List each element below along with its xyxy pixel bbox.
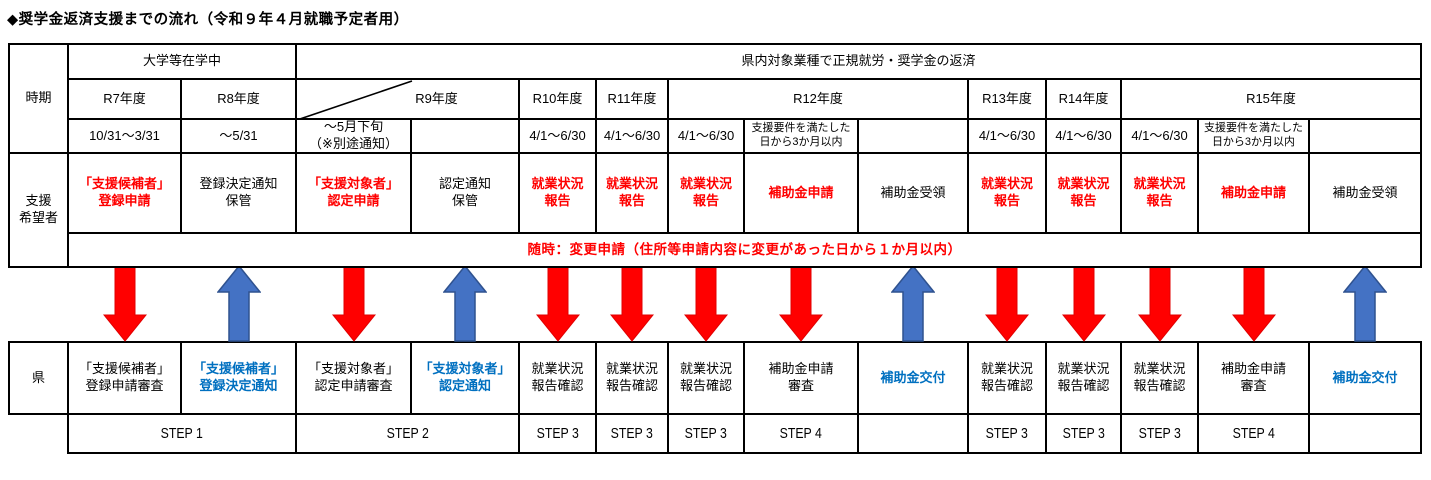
prefecture-label-cell: 県 xyxy=(8,341,69,415)
applicant-action-6: 就業状況 報告 xyxy=(595,152,669,234)
step-cell-12: STEP 3 xyxy=(1120,413,1199,454)
date-cell-4 xyxy=(410,118,520,154)
step-cell-11: STEP 3 xyxy=(1045,413,1122,454)
applicant-action-14: 補助金受領 xyxy=(1308,152,1422,234)
date-cell-7: 4/1～6/30 xyxy=(667,118,745,154)
year-header-r8: R8年度 xyxy=(180,78,297,120)
arrow-14-up-blue-icon xyxy=(1343,265,1387,342)
applicant-label-cell: 支援 希望者 xyxy=(8,152,69,268)
step-cell-6: STEP 3 xyxy=(595,413,669,454)
arrow-11-down-red-icon xyxy=(1061,265,1106,342)
arrow-1-down-red-icon xyxy=(102,265,147,342)
applicant-action-2: 登録決定通知 保管 xyxy=(180,152,297,234)
arrow-9-up-blue-icon xyxy=(891,265,935,342)
date-cell-6: 4/1～6/30 xyxy=(595,118,669,154)
diagonal-divider xyxy=(297,80,413,121)
arrow-6-down-red-icon xyxy=(610,265,654,342)
step-cell-5: STEP 3 xyxy=(518,413,597,454)
arrow-3-down-red-icon xyxy=(331,265,376,342)
step-label-13: STEP 4 xyxy=(1232,424,1275,442)
prefecture-action-6: 就業状況 報告確認 xyxy=(595,341,669,415)
prefecture-action-10: 就業状況 報告確認 xyxy=(967,341,1047,415)
arrow-8-down-red-icon xyxy=(779,265,823,342)
year-header-r11: R11年度 xyxy=(595,78,669,120)
step-cell-7: STEP 3 xyxy=(667,413,745,454)
step-label-8: STEP 4 xyxy=(779,424,823,442)
arrow-5-down-red-icon xyxy=(535,265,580,342)
prefecture-action-11: 就業状況 報告確認 xyxy=(1045,341,1122,415)
prefecture-action-14: 補助金交付 xyxy=(1308,341,1422,415)
step-cell-8: STEP 4 xyxy=(743,413,859,454)
date-cell-9 xyxy=(857,118,969,154)
arrow-10-down-red-icon xyxy=(985,265,1029,342)
arrow-7-down-red-icon xyxy=(684,265,728,342)
year-header-r7: R7年度 xyxy=(67,78,182,120)
change-request-note: 随時：変更申請（住所等申請内容に変更があった日から１か月以内） xyxy=(67,232,1422,268)
date-cell-10: 4/1～6/30 xyxy=(967,118,1047,154)
applicant-action-10: 就業状況 報告 xyxy=(967,152,1047,234)
applicant-action-9: 補助金受領 xyxy=(857,152,969,234)
year-header-r9: R9年度 xyxy=(295,78,520,121)
year-header-r13: R13年度 xyxy=(967,78,1047,120)
step-cell-9 xyxy=(857,413,969,454)
date-cell-5: 4/1～6/30 xyxy=(518,118,597,154)
applicant-action-13: 補助金申請 xyxy=(1197,152,1310,234)
step-label-5: STEP 3 xyxy=(536,424,579,442)
step2-cell: STEP 2 xyxy=(295,413,520,454)
date-cell-8: 支援要件を満たした 日から3か月以内 xyxy=(743,118,859,154)
date-cell-1: 10/31～3/31 xyxy=(67,118,182,154)
step-label-10: STEP 3 xyxy=(985,424,1029,442)
year-header-r14: R14年度 xyxy=(1045,78,1122,120)
prefecture-action-4: 「支援対象者」 認定通知 xyxy=(410,341,520,415)
prefecture-action-7: 就業状況 報告確認 xyxy=(667,341,745,415)
applicant-action-1: 「支援候補者」 登録申請 xyxy=(67,152,182,234)
prefecture-action-2: 「支援候補者」 登録決定通知 xyxy=(180,341,297,415)
step-cell-13: STEP 4 xyxy=(1197,413,1310,454)
step-label-6: STEP 3 xyxy=(610,424,654,442)
prefecture-action-5: 就業状況 報告確認 xyxy=(518,341,597,415)
date-cell-11: 4/1～6/30 xyxy=(1045,118,1122,154)
date-cell-13: 支援要件を満たした 日から3か月以内 xyxy=(1197,118,1310,154)
prefecture-action-12: 就業状況 報告確認 xyxy=(1120,341,1199,415)
applicant-action-5: 就業状況 報告 xyxy=(518,152,597,234)
prefecture-action-3: 「支援対象者」 認定申請審査 xyxy=(295,341,412,415)
year-header-label-r9: R9年度 xyxy=(415,90,458,106)
step-label-7: STEP 3 xyxy=(684,424,728,442)
step-cell-10: STEP 3 xyxy=(967,413,1047,454)
step1-cell: STEP 1 xyxy=(67,413,297,454)
page-title: ◆奨学金返済支援までの流れ（令和９年４月就職予定者用） xyxy=(7,12,409,28)
date-cell-12: 4/1～6/30 xyxy=(1120,118,1199,154)
prefecture-action-9: 補助金交付 xyxy=(857,341,969,415)
prefecture-action-13: 補助金申請 審査 xyxy=(1197,341,1310,415)
step-cell-14 xyxy=(1308,413,1422,454)
date-cell-14 xyxy=(1308,118,1422,154)
applicant-action-8: 補助金申請 xyxy=(743,152,859,234)
year-header-r10: R10年度 xyxy=(518,78,597,120)
year-header-r12: R12年度 xyxy=(667,78,969,120)
step-label-12: STEP 3 xyxy=(1138,424,1181,442)
step2-label: STEP 2 xyxy=(386,424,429,442)
arrow-12-down-red-icon xyxy=(1137,265,1182,342)
prefecture-action-8: 補助金申請 審査 xyxy=(743,341,859,415)
step1-label: STEP 1 xyxy=(160,424,204,442)
band-in-school: 大学等在学中 xyxy=(67,43,297,80)
applicant-action-7: 就業状況 報告 xyxy=(667,152,745,234)
year-header-r15: R15年度 xyxy=(1120,78,1422,120)
date-cell-3: ～5月下旬 （※別途通知） xyxy=(295,118,412,154)
arrow-13-down-red-icon xyxy=(1231,265,1276,342)
date-cell-2: ～5/31 xyxy=(180,118,297,154)
period-label-cell: 時期 xyxy=(8,43,69,154)
applicant-action-3: 「支援対象者」 認定申請 xyxy=(295,152,412,234)
applicant-action-11: 就業状況 報告 xyxy=(1045,152,1122,234)
step-label-11: STEP 3 xyxy=(1062,424,1105,442)
prefecture-action-1: 「支援候補者」 登録申請審査 xyxy=(67,341,182,415)
arrow-2-up-blue-icon xyxy=(216,265,261,342)
applicant-action-12: 就業状況 報告 xyxy=(1120,152,1199,234)
applicant-action-4: 認定通知 保管 xyxy=(410,152,520,234)
arrow-4-up-blue-icon xyxy=(443,265,487,342)
band-working: 県内対象業種で正規就労・奨学金の返済 xyxy=(295,43,1422,80)
